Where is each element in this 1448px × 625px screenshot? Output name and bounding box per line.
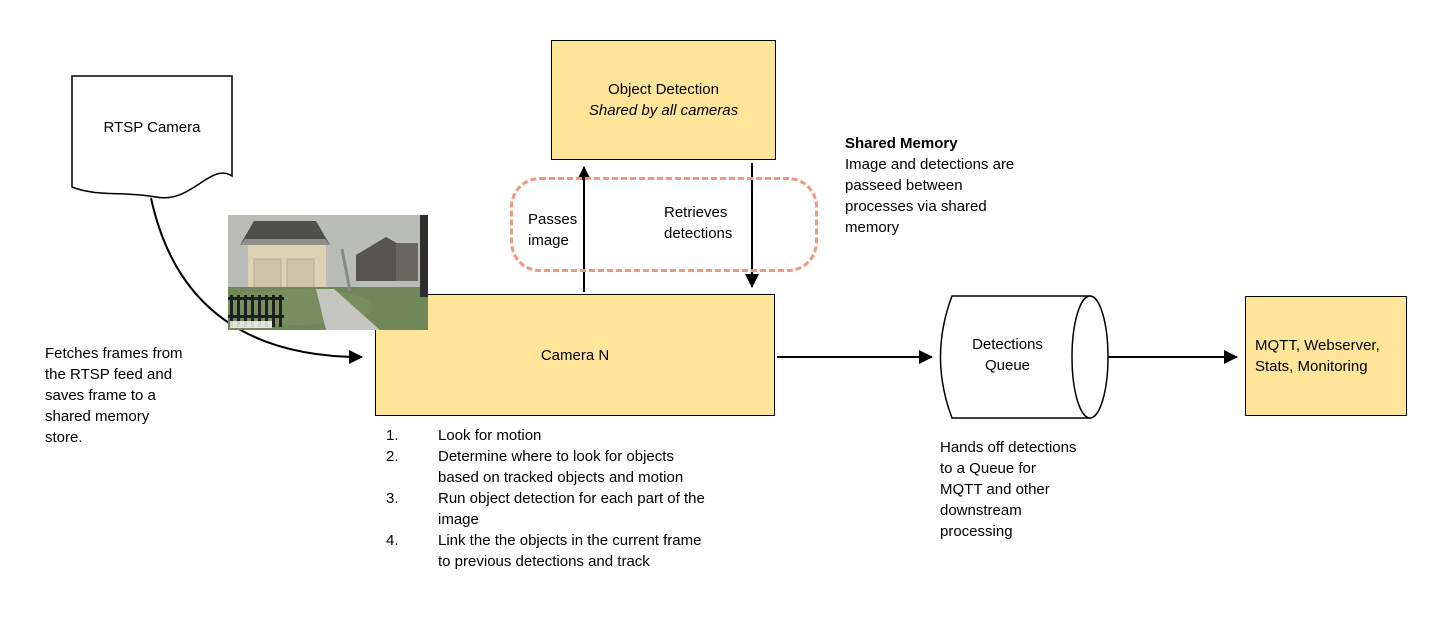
outputs-label: MQTT, Webserver, Stats, Monitoring bbox=[1255, 337, 1380, 375]
object-detection-title: Object Detection bbox=[608, 81, 719, 98]
fetch-note: Fetches frames from the RTSP feed and sa… bbox=[45, 345, 183, 446]
camera-n-step: Run object detection for each part of th… bbox=[386, 488, 705, 528]
shared-memory-note-body: Image and detections are passeed between… bbox=[845, 156, 1015, 236]
camera-snapshot-art bbox=[223, 215, 428, 330]
shared-memory-note-title: Shared Memory bbox=[845, 135, 958, 152]
passes-image-label: Passes image bbox=[528, 211, 578, 249]
shared-memory-region bbox=[510, 177, 818, 272]
outputs-node: MQTT, Webserver, Stats, Monitoring bbox=[1245, 296, 1407, 416]
camera-snapshot-image bbox=[223, 215, 428, 330]
camera-n-step: Determine where to look for objects base… bbox=[386, 446, 684, 486]
object-detection-node: Object Detection Shared by all cameras bbox=[551, 40, 776, 160]
detections-queue-cap bbox=[1071, 295, 1109, 419]
camera-n-step: Link the the objects in the current fram… bbox=[386, 530, 702, 570]
retrieves-detections-label: Retrieves detections bbox=[664, 204, 733, 242]
camera-n-label: Camera N bbox=[540, 346, 610, 364]
object-detection-subtitle: Shared by all cameras bbox=[588, 102, 739, 119]
queue-note: Hands off detections to a Queue for MQTT… bbox=[940, 439, 1077, 540]
camera-n-node: Camera N bbox=[375, 294, 775, 416]
shared-memory-note: Shared Memory Image and detections are p… bbox=[845, 133, 1057, 238]
camera-n-step: Look for motion bbox=[386, 425, 542, 446]
detections-queue-label: Detections Queue bbox=[972, 336, 1043, 374]
rtsp-camera-label: RTSP Camera bbox=[103, 119, 201, 136]
camera-n-steps: Look for motion Determine where to look … bbox=[380, 425, 780, 572]
